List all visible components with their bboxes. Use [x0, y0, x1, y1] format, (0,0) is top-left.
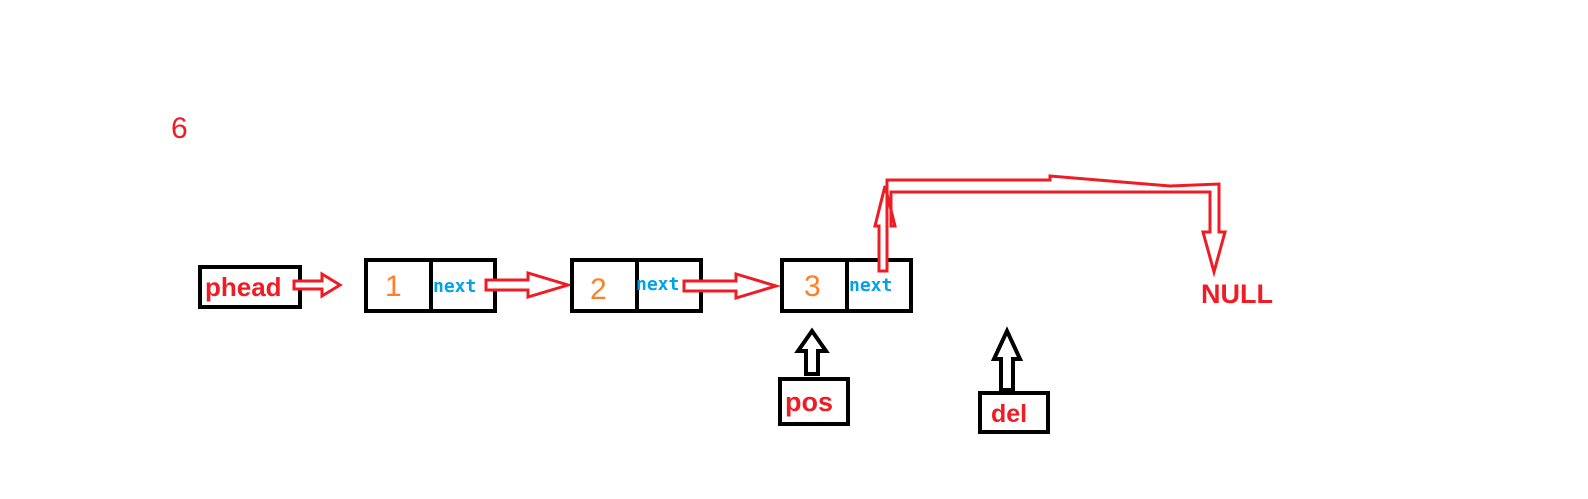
- node-1-value: 1: [385, 270, 402, 303]
- node-1-next-field: next: [433, 276, 476, 297]
- list-node-2: 2 next: [570, 258, 703, 313]
- node-2-value: 2: [590, 273, 607, 306]
- node1-to-node2-arrow: [484, 270, 574, 300]
- list-node-1: 1 next: [364, 258, 497, 313]
- node-3-value: 3: [804, 270, 821, 303]
- head-pointer: phead: [198, 265, 302, 309]
- head-to-node1-arrow: [292, 271, 343, 299]
- node-2-next-field: next: [636, 274, 679, 295]
- pos-up-arrow: [794, 327, 830, 376]
- del-pointer: del: [978, 326, 1050, 434]
- node3-next-to-null-arrow: [873, 174, 1227, 278]
- pos-pointer: pos: [778, 327, 850, 426]
- node2-to-node3-arrow: [682, 271, 782, 301]
- node-3-next-field: next: [849, 275, 892, 296]
- head-box: [198, 265, 302, 309]
- del-up-arrow: [990, 326, 1024, 392]
- del-box: [978, 391, 1050, 434]
- step-label: 6: [171, 112, 188, 145]
- del-label: del: [991, 400, 1027, 428]
- null-label: NULL: [1201, 279, 1273, 309]
- head-label: phead: [205, 272, 282, 302]
- pos-label: pos: [785, 387, 833, 417]
- list-node-3: 3 next: [780, 258, 913, 313]
- pos-box: [778, 377, 850, 426]
